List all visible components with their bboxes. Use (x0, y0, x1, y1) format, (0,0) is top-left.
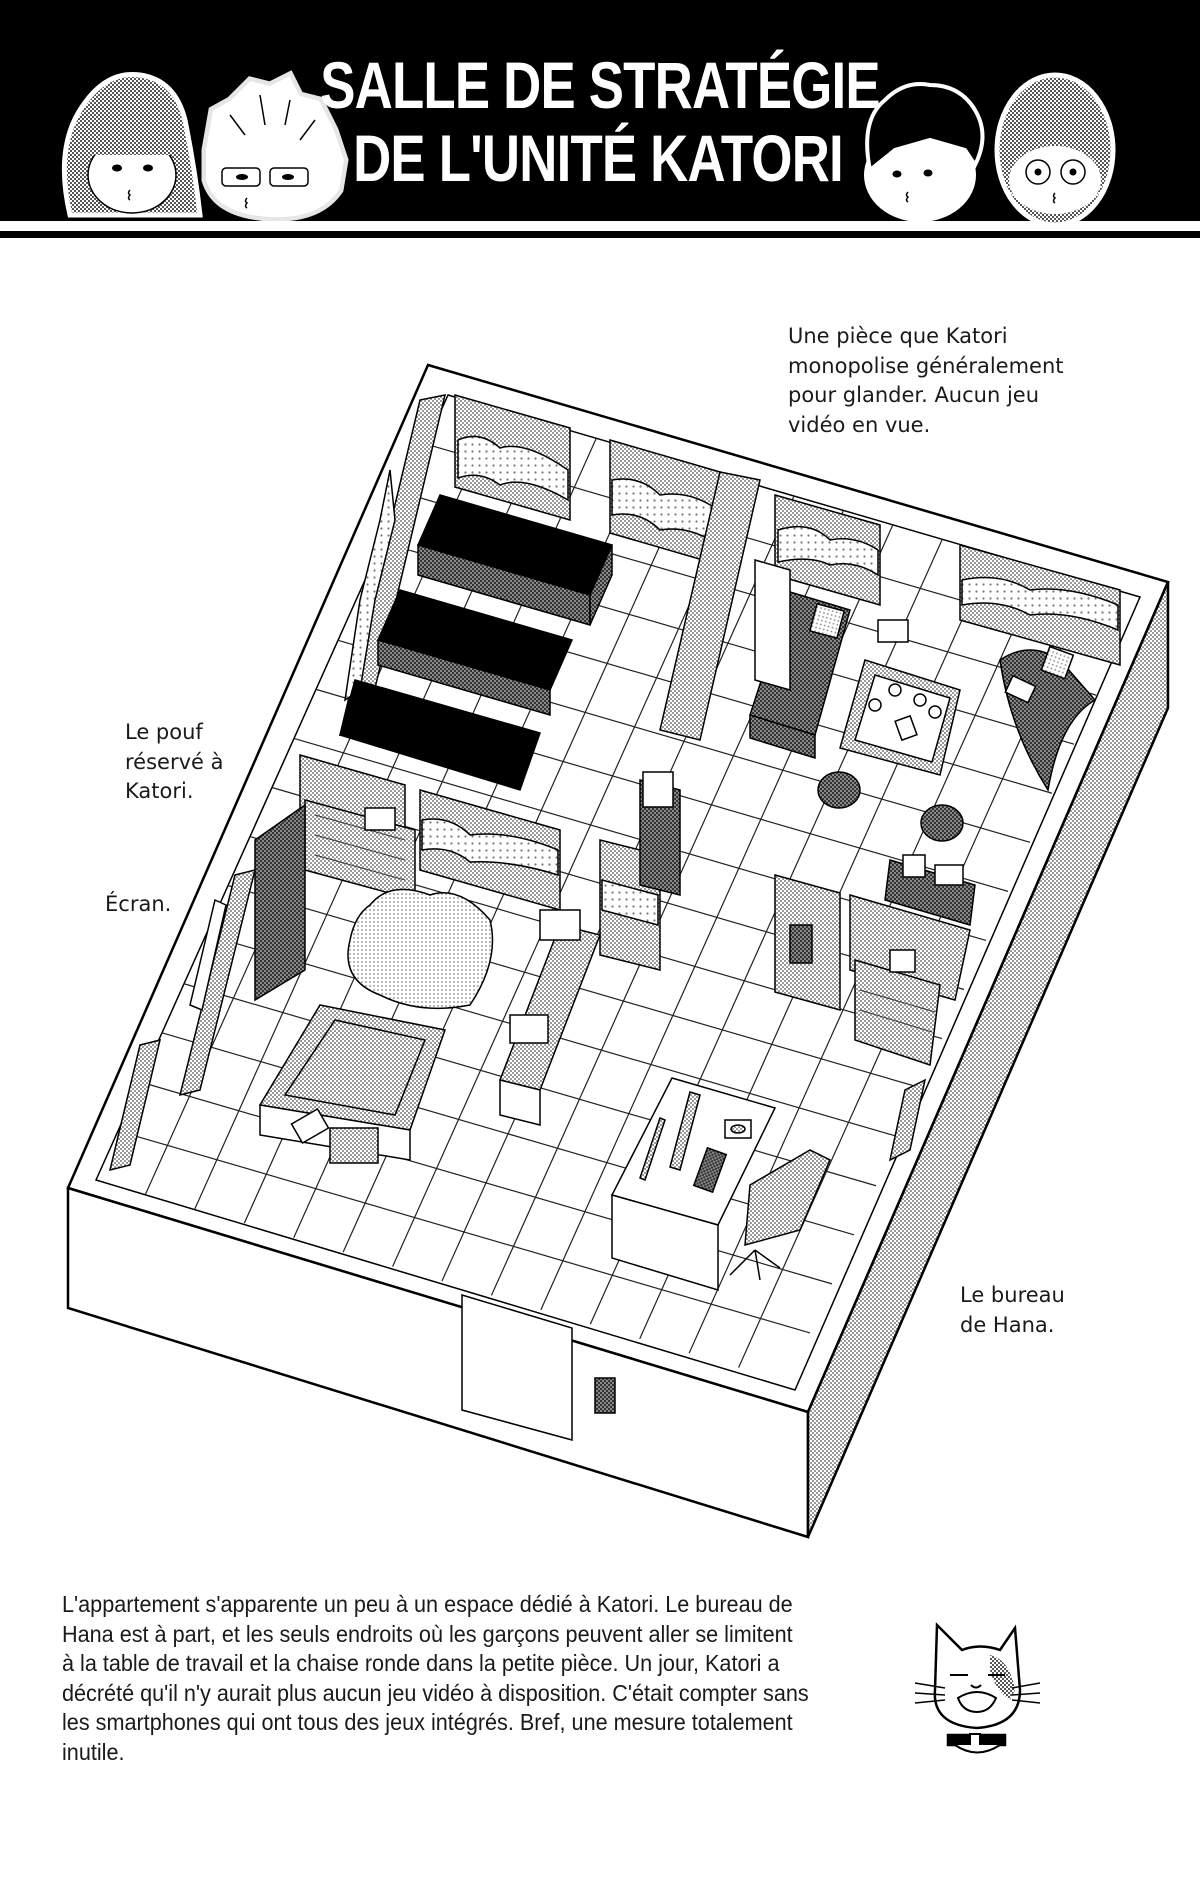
round-stool-icon (817, 771, 861, 809)
right-shelf-icon (854, 949, 941, 1067)
annotation-living-room: Une pièce que Katori monopolise générale… (788, 324, 1064, 437)
office-chair-icon (744, 1149, 831, 1247)
entrance (461, 1293, 616, 1441)
annotation-pouf: Le pouf réservé à Katori. (125, 720, 224, 803)
tile-line (117, 1130, 811, 1334)
lounge-furniture (254, 799, 602, 1164)
hana-desk-icon (610, 1077, 831, 1292)
page-title-line2: DE L'UNITÉ KATORI (353, 121, 844, 195)
girl-face-icon (61, 71, 203, 218)
intercom-icon (594, 1377, 616, 1414)
header-divider (0, 231, 1200, 238)
bed-icon (339, 494, 614, 791)
tile-line (161, 1032, 855, 1236)
bob-hair-face-icon (994, 72, 1116, 228)
shelf-icon (639, 771, 681, 896)
sofa-icon (749, 559, 1097, 926)
annotation-hana-desk: Le bureau de Hana. (960, 1283, 1065, 1337)
spiky-hair-face-icon (201, 70, 349, 222)
character-faces (61, 70, 1116, 228)
annotation-screen: Écran. (105, 892, 172, 916)
curly-hair-face-icon (864, 82, 985, 222)
page-title-line1: SALLE DE STRATÉGIE (320, 48, 880, 122)
side-wall (806, 581, 1170, 1538)
header-banner (0, 0, 1200, 221)
caption-text: L'appartement s'apparente un peu à un es… (62, 1591, 809, 1765)
round-stool-icon (920, 804, 964, 842)
pouf-icon (347, 888, 494, 1010)
